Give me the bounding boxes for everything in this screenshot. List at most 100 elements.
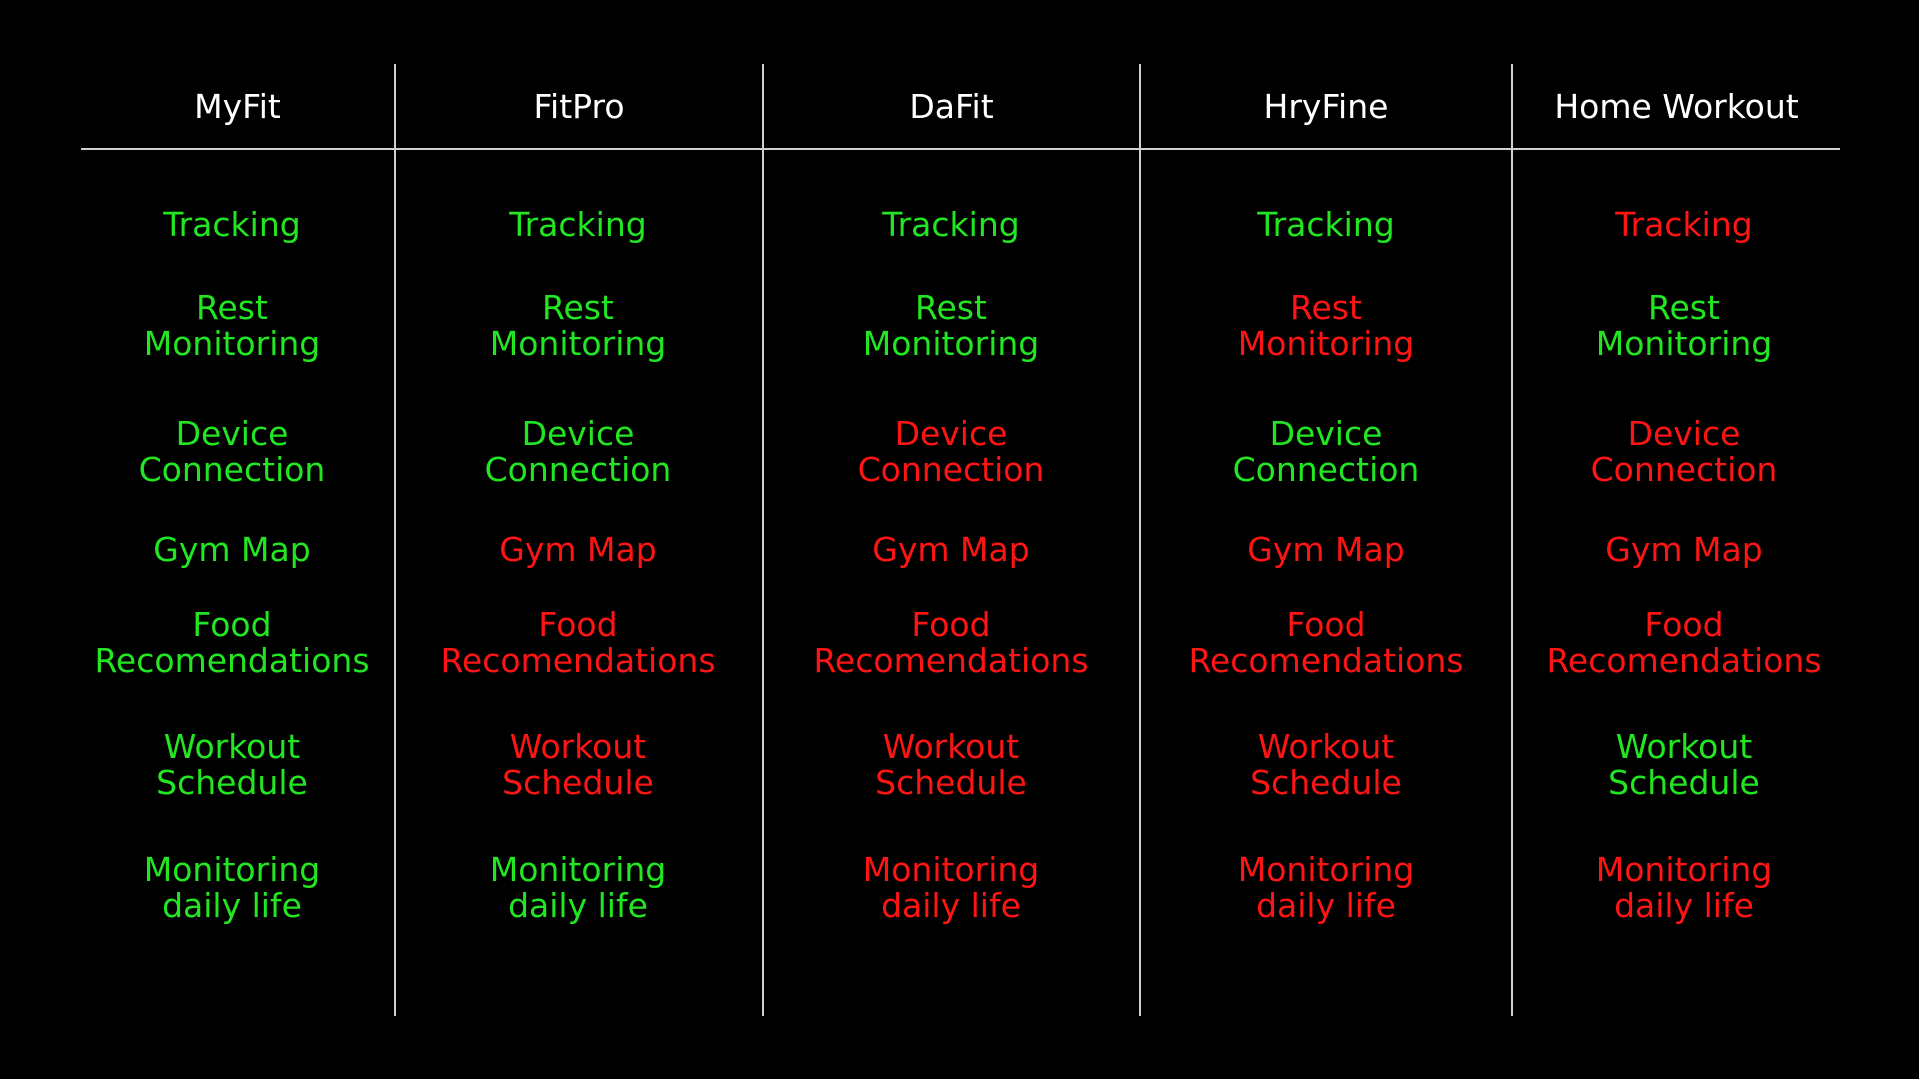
feature-label: Tracking (509, 207, 646, 243)
feature-label-line: Monitoring (489, 324, 667, 363)
feature-label-line: Schedule (156, 763, 308, 802)
column-divider (394, 64, 396, 1016)
feature-label: Tracking (1257, 207, 1394, 243)
feature-tracking-col-4: Tracking (1529, 202, 1839, 248)
feature-label-line: Schedule (502, 763, 654, 802)
feature-label-line: Gym Map (872, 530, 1030, 569)
feature-label-line: Connection (484, 450, 672, 489)
column-divider (1139, 64, 1141, 1016)
feature-label-line: Device (1269, 414, 1383, 453)
column-header-myfit: MyFit (194, 86, 281, 126)
feature-tracking-col-0: Tracking (82, 202, 382, 248)
feature-label-line: Food (1286, 605, 1366, 644)
feature-tracking-col-1: Tracking (403, 202, 753, 248)
feature-label-line: Workout (1257, 727, 1395, 766)
feature-label-line: Tracking (1615, 205, 1753, 244)
feature-label: Gym Map (1605, 532, 1762, 568)
feature-label-line: Connection (138, 450, 326, 489)
feature-label: Tracking (163, 207, 300, 243)
feature-label-line: Gym Map (1605, 530, 1763, 569)
feature-label-line: Gym Map (1247, 530, 1405, 569)
column-header-hryfine: HryFine (1263, 86, 1389, 126)
feature-label-line: Monitoring (862, 850, 1040, 889)
feature-label-line: Device (1627, 414, 1741, 453)
feature-label-line: Rest (1290, 288, 1362, 327)
feature-label: Gym Map (1247, 532, 1404, 568)
feature-tracking-col-3: Tracking (1149, 202, 1504, 248)
feature-label-line: Recomendations (813, 641, 1089, 680)
feature-gym-map-col-0: Gym Map (82, 527, 382, 573)
feature-label-line: Tracking (509, 205, 647, 244)
feature-gym-map-col-4: Gym Map (1529, 527, 1839, 573)
feature-label-line: Workout (882, 727, 1020, 766)
column-header-fitpro: FitPro (533, 86, 625, 126)
feature-label-line: daily life (881, 886, 1021, 925)
feature-label-line: Monitoring (862, 324, 1040, 363)
feature-label-line: Monitoring (1237, 324, 1415, 363)
feature-label-line: Recomendations (1546, 641, 1822, 680)
feature-label: Gym Map (499, 532, 656, 568)
feature-label-line: Monitoring (143, 324, 321, 363)
feature-label-line: Monitoring (1237, 850, 1415, 889)
column-header-home-workout: Home Workout (1554, 86, 1799, 126)
column-divider (1511, 64, 1513, 1016)
feature-label-line: daily life (508, 886, 648, 925)
feature-label-line: Workout (1615, 727, 1753, 766)
feature-label: Tracking (882, 207, 1019, 243)
feature-label-line: Connection (1232, 450, 1420, 489)
feature-label-line: Rest (542, 288, 614, 327)
feature-label-line: daily life (162, 886, 302, 925)
feature-label-line: Connection (1590, 450, 1778, 489)
feature-gym-map-col-2: Gym Map (771, 527, 1131, 573)
feature-label-line: Monitoring (489, 850, 667, 889)
feature-label: Tracking (1615, 207, 1752, 243)
feature-label-line: Device (894, 414, 1008, 453)
feature-label-line: Device (175, 414, 289, 453)
feature-label-line: Food (192, 605, 272, 644)
feature-label-line: daily life (1256, 886, 1396, 925)
feature-label-line: Rest (196, 288, 268, 327)
feature-label: Gym Map (153, 532, 310, 568)
header-divider (81, 148, 1840, 150)
feature-gym-map-col-1: Gym Map (403, 527, 753, 573)
feature-label-line: Schedule (1250, 763, 1402, 802)
column-header-dafit: DaFit (909, 86, 994, 126)
feature-label-line: Schedule (1608, 763, 1760, 802)
